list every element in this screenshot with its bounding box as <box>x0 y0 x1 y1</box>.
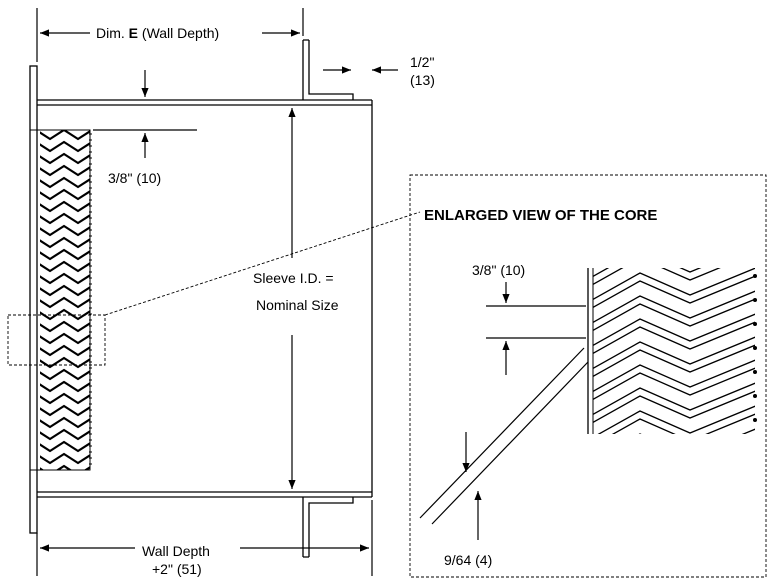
front-flange <box>29 65 38 534</box>
enlarged-blade <box>593 382 755 416</box>
core-blade <box>40 392 90 405</box>
enlarged-edge-mark <box>753 394 757 398</box>
core-blade <box>40 356 90 369</box>
enlarged-blade <box>593 336 755 370</box>
sleeve-id-label-2: Nominal Size <box>256 297 339 313</box>
gap-main-label: 3/8" (10) <box>108 170 161 186</box>
enlarged-edge-mark <box>753 298 757 302</box>
enlarged-blade <box>593 321 755 355</box>
enlarged-edge-mark <box>753 274 757 278</box>
core-blade <box>40 200 90 213</box>
enlarged-edge-mark <box>753 346 757 350</box>
wall-depth-label-2: +2" (51) <box>152 561 202 577</box>
enlarged-blade <box>593 313 755 347</box>
core-blade <box>40 152 90 165</box>
enlarged-blade <box>593 390 755 424</box>
enlarged-blade <box>593 344 755 378</box>
enlarged-blade <box>593 298 755 332</box>
core-detail-box <box>7 314 106 366</box>
enlarged-edge-mark <box>753 322 757 326</box>
core-blade <box>40 332 90 345</box>
enlarged-blade <box>593 359 755 393</box>
enlarged-blade <box>597 405 755 434</box>
core-blade <box>40 416 90 429</box>
enlarged-blade <box>590 451 758 485</box>
core-blade <box>40 368 90 381</box>
dim-e-label: Dim. E (Wall Depth) <box>96 25 219 41</box>
sleeve <box>29 39 373 558</box>
core-blade <box>40 308 90 321</box>
enlarged-blade <box>611 413 755 434</box>
enlarged-blade <box>593 268 755 301</box>
core-blade <box>40 248 90 261</box>
core-blade <box>40 176 90 189</box>
core-blade <box>40 224 90 237</box>
enlarged-edge-mark <box>753 370 757 374</box>
core-blade <box>36 118 92 127</box>
flange-width-label: 1/2" <box>410 54 434 70</box>
core-blade <box>40 284 90 297</box>
core-blade <box>40 236 90 249</box>
wall-depth-label-1: Wall Depth <box>142 543 210 559</box>
enlarged-view-title: ENLARGED VIEW OF THE CORE <box>424 207 657 224</box>
core-blade <box>40 272 90 285</box>
core-blade <box>40 464 90 470</box>
core-blade <box>40 452 90 465</box>
enlarged-view-border <box>409 174 767 578</box>
core-blade <box>40 212 90 225</box>
core-blade <box>40 260 90 273</box>
enlarged-blade <box>593 290 755 324</box>
rear-flange-bottom <box>302 497 354 558</box>
core <box>7 118 106 487</box>
sleeve-id-label-1: Sleeve I.D. = <box>253 270 334 286</box>
enlarged-blade <box>590 459 758 493</box>
core-blade <box>40 140 90 153</box>
core-blade <box>40 164 90 177</box>
core-blade <box>40 440 90 453</box>
rear-flange-top <box>302 39 354 100</box>
core-blade <box>40 296 90 309</box>
core-blade <box>40 380 90 393</box>
core-blade <box>40 130 90 141</box>
core-blade <box>40 428 90 441</box>
core-blade <box>40 188 90 201</box>
enlarged-edge-mark <box>753 418 757 422</box>
blade-edge-inner <box>431 361 589 525</box>
enlarged-blade <box>593 275 755 309</box>
core-blade <box>36 478 92 487</box>
enlarged-blade <box>593 367 755 401</box>
enlarged-blade <box>593 268 721 286</box>
gap-enlarged-label: 3/8" (10) <box>472 262 525 278</box>
enlarged-blade <box>590 436 758 470</box>
blade-edge-outer <box>419 347 585 519</box>
leader-line <box>104 211 421 316</box>
blade-thickness-label: 9/64 (4) <box>444 552 492 568</box>
dimensions <box>36 8 421 576</box>
core-blade <box>40 344 90 357</box>
enlarged-view <box>409 174 767 578</box>
core-blade <box>40 404 90 417</box>
flange-width-mm-label: (13) <box>410 72 435 88</box>
core-blade <box>40 320 90 333</box>
